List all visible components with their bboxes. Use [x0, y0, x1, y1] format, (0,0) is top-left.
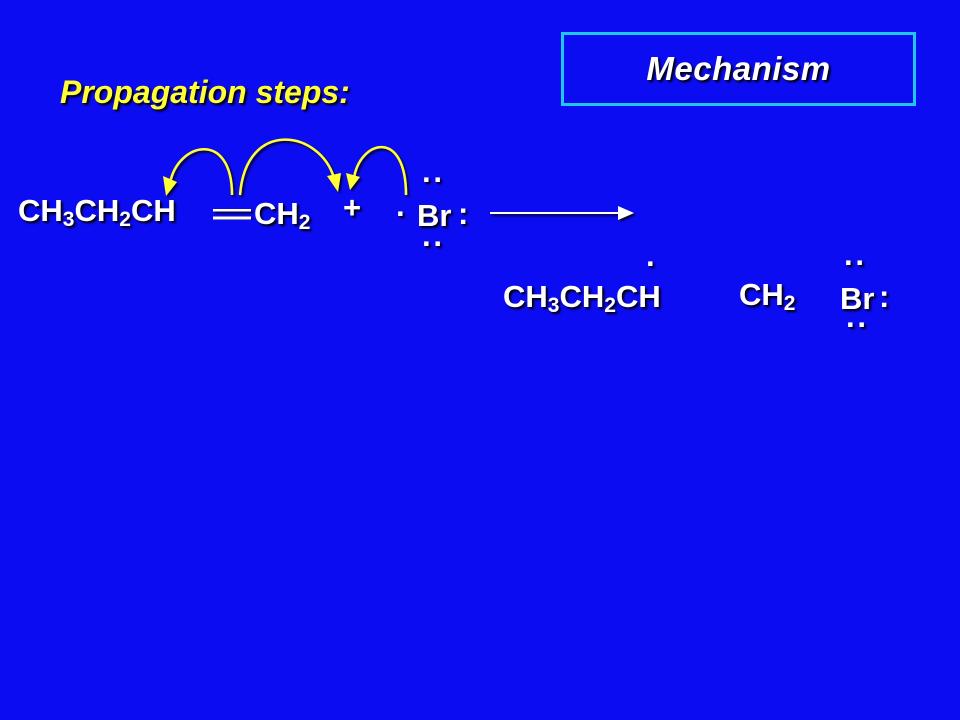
product-radical-dot: ·: [646, 246, 657, 281]
propagation-steps-title: Propagation steps:: [60, 74, 350, 110]
product-lone-pair-right: :: [879, 279, 890, 314]
reactant-ch-c: CH: [130, 193, 176, 228]
curved-arrow-icon: [168, 138, 408, 196]
reactant-ch2-sub: 2: [298, 211, 311, 234]
product-lone-pair-bottom: ··: [846, 307, 869, 342]
reactant-ch-a: CH: [18, 193, 63, 228]
product-ch-a: CH: [503, 279, 548, 314]
bromine-product: Br: [840, 281, 875, 316]
bromine-lone-pair-top: ··: [422, 162, 445, 197]
bromine-lone-pair-right: :: [458, 196, 469, 231]
bromine-lone-pair-bottom: ··: [422, 226, 445, 261]
product-ch-b: CH: [559, 279, 605, 314]
reactant-alkene-right: CH2: [254, 196, 310, 235]
double-bond: [213, 208, 251, 220]
reactant-sub-2: 2: [119, 208, 131, 231]
reactant-ch-b: CH: [74, 193, 120, 228]
mechanism-title: Mechanism: [646, 50, 831, 87]
product-ch2-text: CH: [739, 277, 784, 312]
product-middle: CH2: [739, 277, 795, 316]
reactant-sub-3: 3: [62, 208, 75, 231]
product-lone-pair-top: ··: [844, 245, 867, 280]
bromine-radical-dot: ·: [396, 196, 407, 231]
mechanism-title-box: [561, 32, 916, 106]
reactant-ch2-text: CH: [254, 196, 299, 231]
curved-arrow-heads: [163, 173, 360, 196]
reactant-alkene-left: CH3CH2CH: [18, 193, 176, 232]
plus-sign: +: [343, 190, 362, 225]
product-left: CH3CH2CH: [503, 279, 661, 318]
product-sub-3: 3: [547, 294, 560, 317]
product-ch2-sub: 2: [783, 292, 796, 315]
product-sub-2: 2: [604, 294, 616, 317]
bromine-reactant: Br: [417, 198, 452, 233]
product-ch-c: CH: [615, 279, 661, 314]
reaction-arrow-icon: [490, 206, 634, 220]
